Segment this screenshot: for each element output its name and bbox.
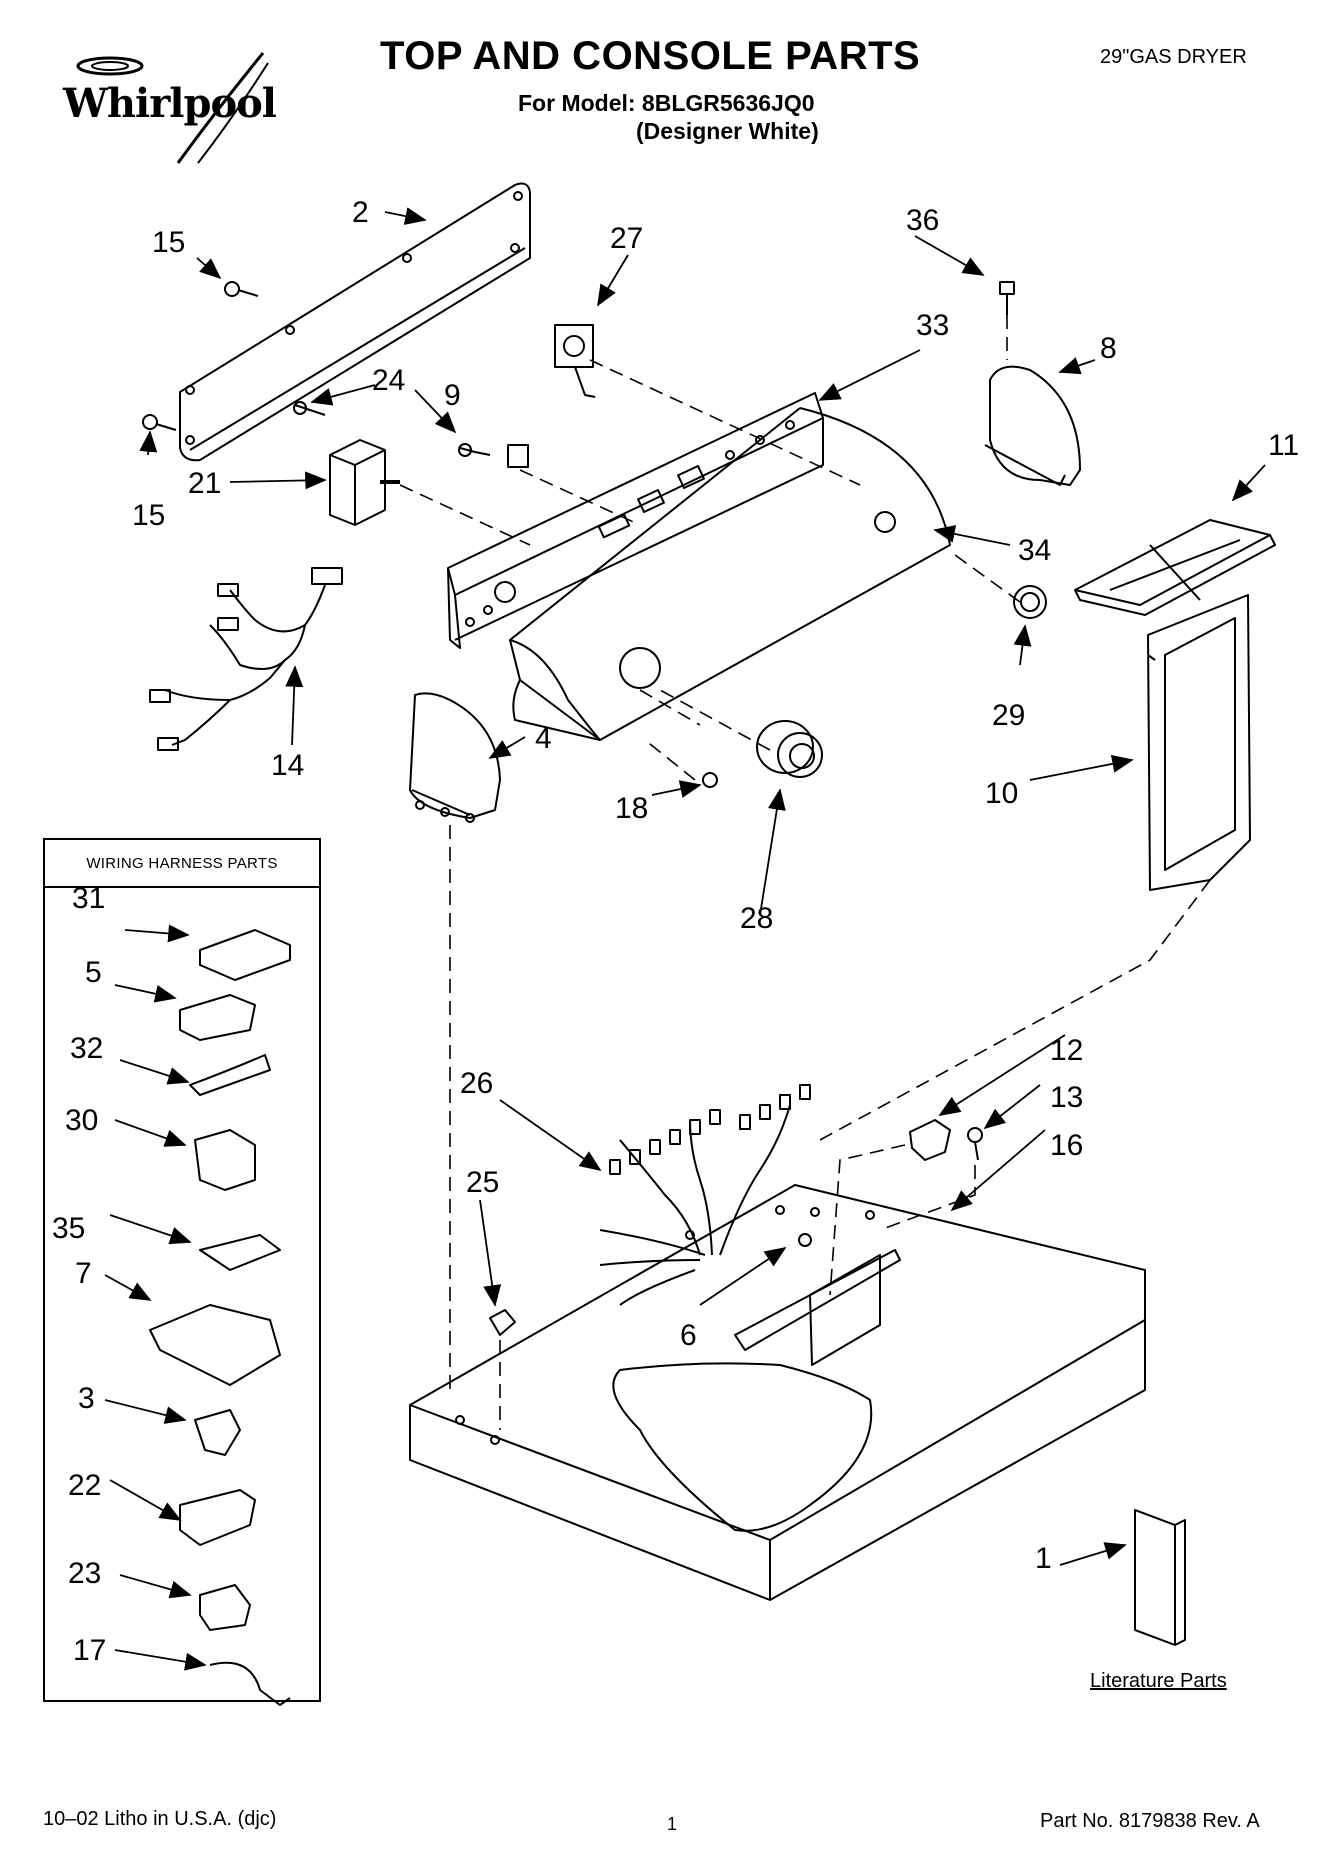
callout-16: 16 xyxy=(1050,1129,1083,1162)
callout-24: 24 xyxy=(372,364,405,397)
callout-32: 32 xyxy=(70,1032,103,1065)
screw-15-bottom-icon xyxy=(142,414,158,430)
callout-1: 1 xyxy=(1035,1542,1052,1575)
callout-18: 18 xyxy=(615,792,648,825)
wiring-harness-box: WIRING HARNESS PARTS xyxy=(43,838,321,1702)
control-panel-part xyxy=(447,392,824,649)
finish-line: (Designer White) xyxy=(636,118,819,144)
harness-box-parts xyxy=(149,929,291,1706)
page-title: TOP AND CONSOLE PARTS xyxy=(380,34,921,78)
callout-36: 36 xyxy=(906,204,939,237)
callout-34: 34 xyxy=(1018,534,1051,567)
part-36-screw xyxy=(999,281,1015,315)
callout-2: 2 xyxy=(352,196,369,229)
literature-part xyxy=(1134,1509,1186,1646)
dryer-top-part xyxy=(409,1184,1146,1601)
lint-filter-part xyxy=(1147,594,1251,891)
part-25-clip xyxy=(489,1309,516,1336)
part-9-switch xyxy=(458,443,529,468)
callout-4: 4 xyxy=(535,722,552,755)
callout-21: 21 xyxy=(188,467,221,500)
callout-10: 10 xyxy=(985,777,1018,810)
callout-28: 28 xyxy=(740,902,773,935)
harness-26-part xyxy=(599,1084,811,1306)
model-line: For Model: 8BLGR5636JQ0 xyxy=(518,90,815,116)
screw-18-icon xyxy=(702,772,718,788)
callout-5: 5 xyxy=(85,956,102,989)
logo-swirl-icon xyxy=(76,52,269,164)
timer-part xyxy=(293,401,400,526)
callout-13: 13 xyxy=(1050,1081,1083,1114)
callout-30: 30 xyxy=(65,1104,98,1137)
callout-35: 35 xyxy=(52,1212,85,1245)
callout-11: 11 xyxy=(1268,429,1299,462)
callout-26: 26 xyxy=(460,1067,493,1100)
part-12-clip xyxy=(909,1119,951,1161)
callout-15-bottom: 15 xyxy=(132,499,165,532)
callout-9: 9 xyxy=(444,379,461,412)
callout-17: 17 xyxy=(73,1634,106,1667)
literature-parts-label: Literature Parts xyxy=(1090,1670,1227,1692)
callout-7: 7 xyxy=(75,1257,92,1290)
callout-8: 8 xyxy=(1100,332,1117,365)
lint-cover-part xyxy=(1074,519,1276,616)
knob-29-icon xyxy=(1013,585,1047,619)
print-info: 10–02 Litho in U.S.A. (djc) xyxy=(43,1808,277,1830)
part-number: Part No. 8179838 Rev. A xyxy=(1040,1810,1260,1832)
knob-28-part xyxy=(756,720,823,778)
screw-15-top-icon xyxy=(224,281,240,297)
part-27-switch xyxy=(554,324,596,398)
console-part xyxy=(509,407,951,741)
whirlpool-logo: Whirlpool xyxy=(38,48,278,166)
callout-6: 6 xyxy=(680,1319,697,1352)
right-end-cap-part xyxy=(984,365,1081,486)
callout-3: 3 xyxy=(78,1382,95,1415)
screw-6-icon xyxy=(798,1233,812,1247)
product-type: 29"GAS DRYER xyxy=(1100,46,1247,68)
callout-23: 23 xyxy=(68,1557,101,1590)
callout-27: 27 xyxy=(610,222,643,255)
callout-22: 22 xyxy=(68,1469,101,1502)
rear-bracket-part xyxy=(179,182,531,462)
callout-33: 33 xyxy=(916,309,949,342)
callout-25: 25 xyxy=(466,1166,499,1199)
screw-13-icon xyxy=(967,1127,983,1143)
callout-12: 12 xyxy=(1050,1034,1083,1067)
page-number: 1 xyxy=(667,1814,678,1834)
callout-15-top: 15 xyxy=(152,226,185,259)
brand-name: Whirlpool xyxy=(63,80,277,127)
harness-box-heading: WIRING HARNESS PARTS xyxy=(45,840,319,888)
callout-29: 29 xyxy=(992,699,1025,732)
callout-14: 14 xyxy=(271,749,304,782)
harness-14-part xyxy=(149,567,343,751)
left-end-cap-part xyxy=(409,692,501,823)
